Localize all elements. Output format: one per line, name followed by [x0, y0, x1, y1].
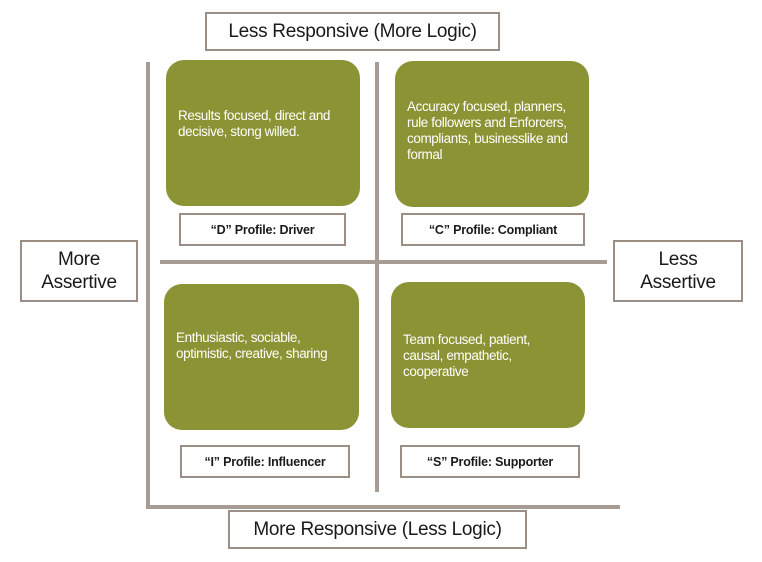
influencer-quadrant-box: Enthusiastic, sociable, optimistic, crea…: [164, 284, 359, 430]
supporter-profile-label: “S” Profile: Supporter: [400, 445, 580, 478]
supporter-quadrant-box: Team focused, patient, causal, empatheti…: [391, 282, 585, 428]
bottom-axis-text: More Responsive (Less Logic): [253, 518, 502, 540]
influencer-profile-label: “I” Profile: Influencer: [180, 445, 350, 478]
driver-description: Results focused, direct and decisive, st…: [178, 108, 331, 139]
supporter-description: Team focused, patient, causal, empatheti…: [403, 332, 531, 379]
bottom-axis-label: More Responsive (Less Logic): [228, 510, 527, 549]
center-horizontal-divider: [160, 260, 607, 264]
supporter-profile-text: “S” Profile: Supporter: [426, 454, 554, 469]
center-vertical-divider: [375, 62, 379, 492]
top-axis-text: Less Responsive (More Logic): [228, 20, 477, 42]
influencer-profile-text: “I” Profile: Influencer: [204, 454, 326, 469]
compliant-profile-label: “C” Profile: Compliant: [401, 213, 585, 246]
compliant-quadrant-box: Accuracy focused, planners, rule followe…: [395, 61, 589, 207]
driver-profile-label: “D” Profile: Driver: [179, 213, 346, 246]
left-vertical-border: [146, 62, 150, 507]
left-axis-line-2: Assertive: [41, 272, 117, 293]
compliant-description: Accuracy focused, planners, rule followe…: [407, 99, 568, 162]
bottom-horizontal-border: [146, 505, 620, 509]
driver-quadrant-box: Results focused, direct and decisive, st…: [166, 60, 360, 206]
influencer-description: Enthusiastic, sociable, optimistic, crea…: [176, 330, 328, 361]
compliant-profile-text: “C” Profile: Compliant: [428, 222, 558, 237]
right-axis-label: Less Assertive: [613, 240, 743, 302]
right-axis-line-1: Less: [658, 249, 698, 270]
top-axis-label: Less Responsive (More Logic): [205, 12, 500, 51]
left-axis-line-1: More: [57, 249, 101, 270]
driver-profile-text: “D” Profile: Driver: [210, 222, 315, 237]
left-axis-label: More Assertive: [20, 240, 138, 302]
right-axis-line-2: Assertive: [640, 272, 716, 293]
